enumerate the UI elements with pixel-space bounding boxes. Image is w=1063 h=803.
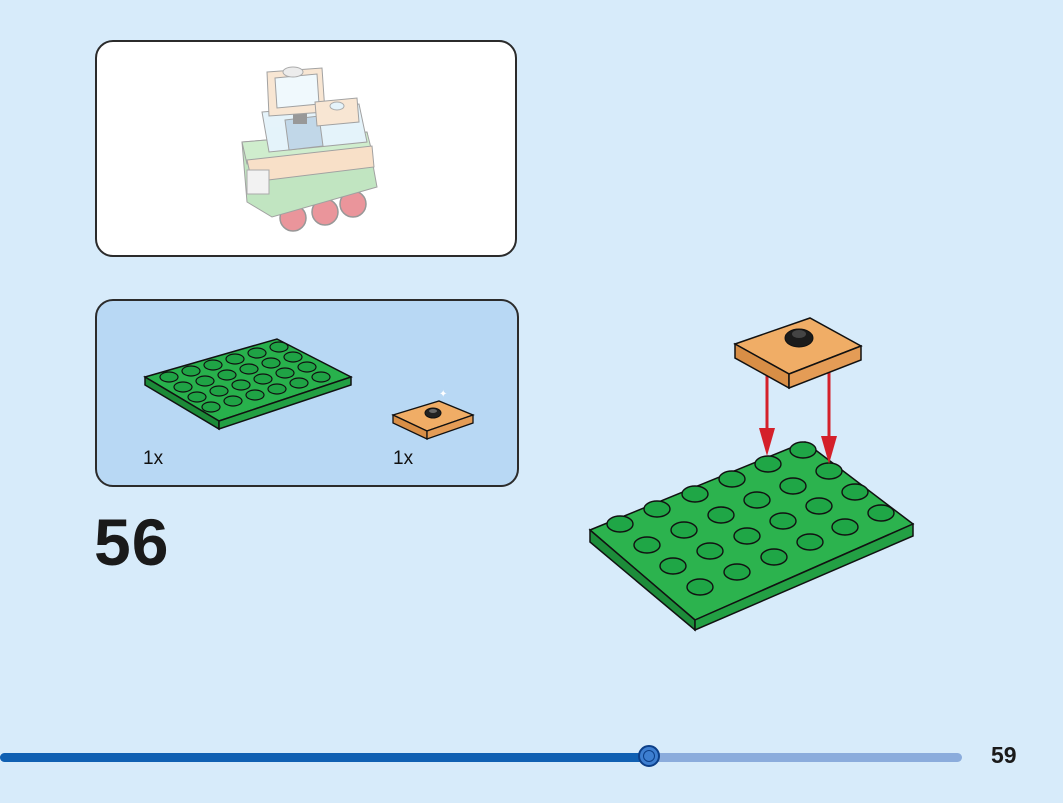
step-number: 56 bbox=[94, 505, 170, 579]
faded-model-preview-image bbox=[241, 66, 378, 232]
page-number: 59 bbox=[991, 742, 1017, 768]
placement-arrows bbox=[759, 372, 837, 464]
assembly-illustration bbox=[588, 317, 915, 632]
assembly-green-plate bbox=[588, 441, 915, 632]
model-preview-panel bbox=[95, 40, 517, 257]
progress-fill bbox=[0, 753, 650, 762]
green-plate-part-icon bbox=[143, 338, 353, 431]
progress-handle[interactable] bbox=[638, 745, 661, 767]
tan-tile-quantity: 1x bbox=[393, 448, 414, 469]
tan-tile-part-icon: ✦ bbox=[391, 389, 475, 441]
assembly-tan-tile bbox=[733, 317, 863, 390]
progress-bar bbox=[0, 745, 962, 767]
parts-list-panel: 1x ✦ 1x bbox=[95, 299, 519, 487]
svg-text:✦: ✦ bbox=[439, 389, 447, 400]
green-plate-quantity: 1x bbox=[143, 448, 164, 469]
